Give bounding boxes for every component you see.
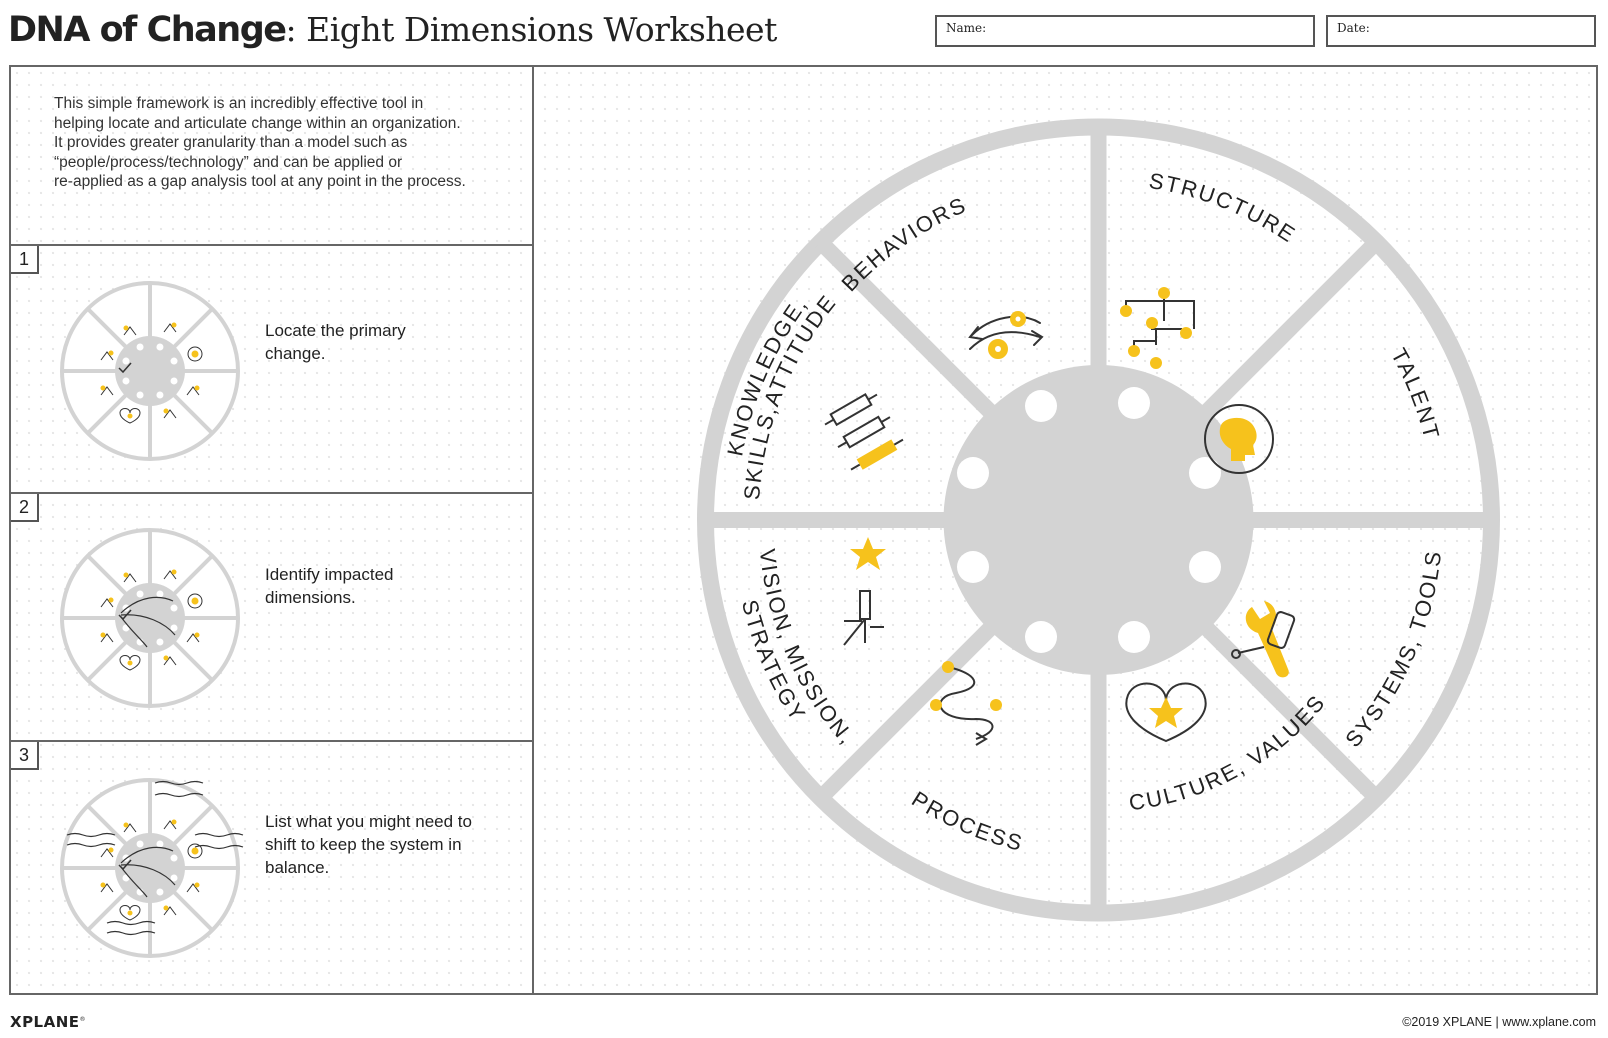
mini-wheel-identify — [60, 528, 240, 708]
instructions-column: This simple framework is an incredibly e… — [11, 67, 534, 993]
worksheet-frame: This simple framework is an incredibly e… — [9, 65, 1598, 995]
step-number: 3 — [11, 742, 39, 770]
date-field[interactable]: Date: — [1326, 15, 1596, 47]
title-bold: DNA of Change — [8, 10, 287, 50]
batteries-icon — [824, 392, 904, 471]
mini-sector-icon — [163, 655, 177, 666]
impact-arrow — [120, 614, 176, 636]
mini-wheel-locate — [60, 281, 240, 461]
mini-sector-icon — [163, 905, 177, 916]
mini-sector-icon — [123, 822, 137, 833]
intro-line: “people/process/technology” and can be a… — [54, 153, 403, 171]
mini-sector-icon — [100, 385, 114, 396]
step-text: List what you might need to shift to kee… — [265, 812, 472, 877]
step-number: 1 — [11, 246, 39, 274]
step-text: Identify impacted dimensions. — [265, 565, 394, 607]
check-icon — [118, 362, 132, 374]
name-label: Name: — [946, 21, 987, 35]
star-telescope-icon — [843, 537, 886, 646]
mini-sector-icon — [100, 882, 114, 893]
wheel-hub — [943, 365, 1254, 675]
step-3-panel: 3 List what you might need to shift to k… — [11, 742, 532, 995]
copyright-text: ©2019 XPLANE | www.xplane.com — [1402, 1015, 1596, 1029]
path-flow-icon — [930, 661, 1002, 746]
date-label: Date: — [1337, 21, 1370, 35]
mini-sector-icon — [119, 408, 141, 424]
step-text: Locate the primary change. — [265, 321, 406, 363]
wrench-screwdriver-icon — [1231, 601, 1296, 678]
impact-arrow — [120, 866, 148, 898]
title-rest: : Eight Dimensions Worksheet — [285, 10, 778, 49]
note-lines — [194, 844, 244, 850]
logo-text: XPLANE — [10, 1013, 80, 1031]
page-title: DNA of Change: Eight Dimensions Workshee… — [8, 10, 777, 50]
mini-sector-icon — [119, 905, 141, 921]
mini-sector-icon — [119, 655, 141, 671]
dna-change-wheel: BEHAVIORS STRUCTURE TALENT KNOWLEDGE, SK… — [697, 118, 1500, 922]
impact-arrow — [120, 864, 176, 886]
mini-sector-icon — [100, 847, 114, 858]
xplane-logo: XPLANE® — [10, 1013, 86, 1031]
mini-sector-icon — [100, 350, 114, 361]
note-lines — [106, 930, 156, 936]
heart-star-icon — [1125, 682, 1207, 743]
note-lines — [66, 842, 116, 848]
mini-sector-icon — [186, 385, 200, 396]
mini-sector-icon — [187, 843, 203, 859]
mini-sector-icon — [187, 346, 203, 362]
intro-line: helping locate and articulate change wit… — [54, 114, 461, 132]
intro-line: This simple framework is an incredibly e… — [54, 95, 424, 112]
intro-line: It provides greater granularity than a m… — [54, 134, 408, 152]
mini-sector-icon — [186, 882, 200, 893]
step-2-panel: 2 Identify impacted dimensions. — [11, 494, 532, 742]
note-lines — [66, 832, 116, 838]
mini-sector-icon — [186, 632, 200, 643]
note-lines — [106, 920, 156, 926]
logo-mark: ® — [79, 1016, 87, 1023]
note-lines — [154, 792, 204, 798]
note-lines — [154, 780, 204, 786]
mini-sector-icon — [100, 632, 114, 643]
name-field[interactable]: Name: — [935, 15, 1315, 47]
label-talent: TALENT — [1386, 344, 1445, 443]
impact-arrow — [120, 846, 174, 864]
step-1-panel: 1 Locate the primary change. — [11, 246, 532, 494]
org-chart-icon — [1120, 287, 1195, 369]
impact-arrow — [120, 616, 148, 648]
note-lines — [194, 832, 244, 838]
intro-line: re-applied as a gap analysis tool at any… — [54, 173, 466, 191]
mini-wheel-balance — [60, 778, 244, 958]
mini-sector-icon — [163, 819, 177, 830]
mini-sector-icon — [100, 597, 114, 608]
mini-sector-icon — [123, 325, 137, 336]
impact-arrow — [120, 596, 174, 614]
intro-text: This simple framework is an incredibly e… — [54, 94, 494, 192]
arrows-gears-icon — [968, 311, 1044, 359]
mini-sector-icon — [163, 408, 177, 419]
mini-sector-icon — [163, 569, 177, 580]
head-profile-icon — [1204, 404, 1274, 474]
mini-sector-icon — [163, 322, 177, 333]
intro-panel: This simple framework is an incredibly e… — [11, 67, 532, 246]
mini-sector-icon — [123, 572, 137, 583]
mini-sector-icon — [187, 593, 203, 609]
label-process: PROCESS — [907, 786, 1026, 856]
step-number: 2 — [11, 494, 39, 522]
